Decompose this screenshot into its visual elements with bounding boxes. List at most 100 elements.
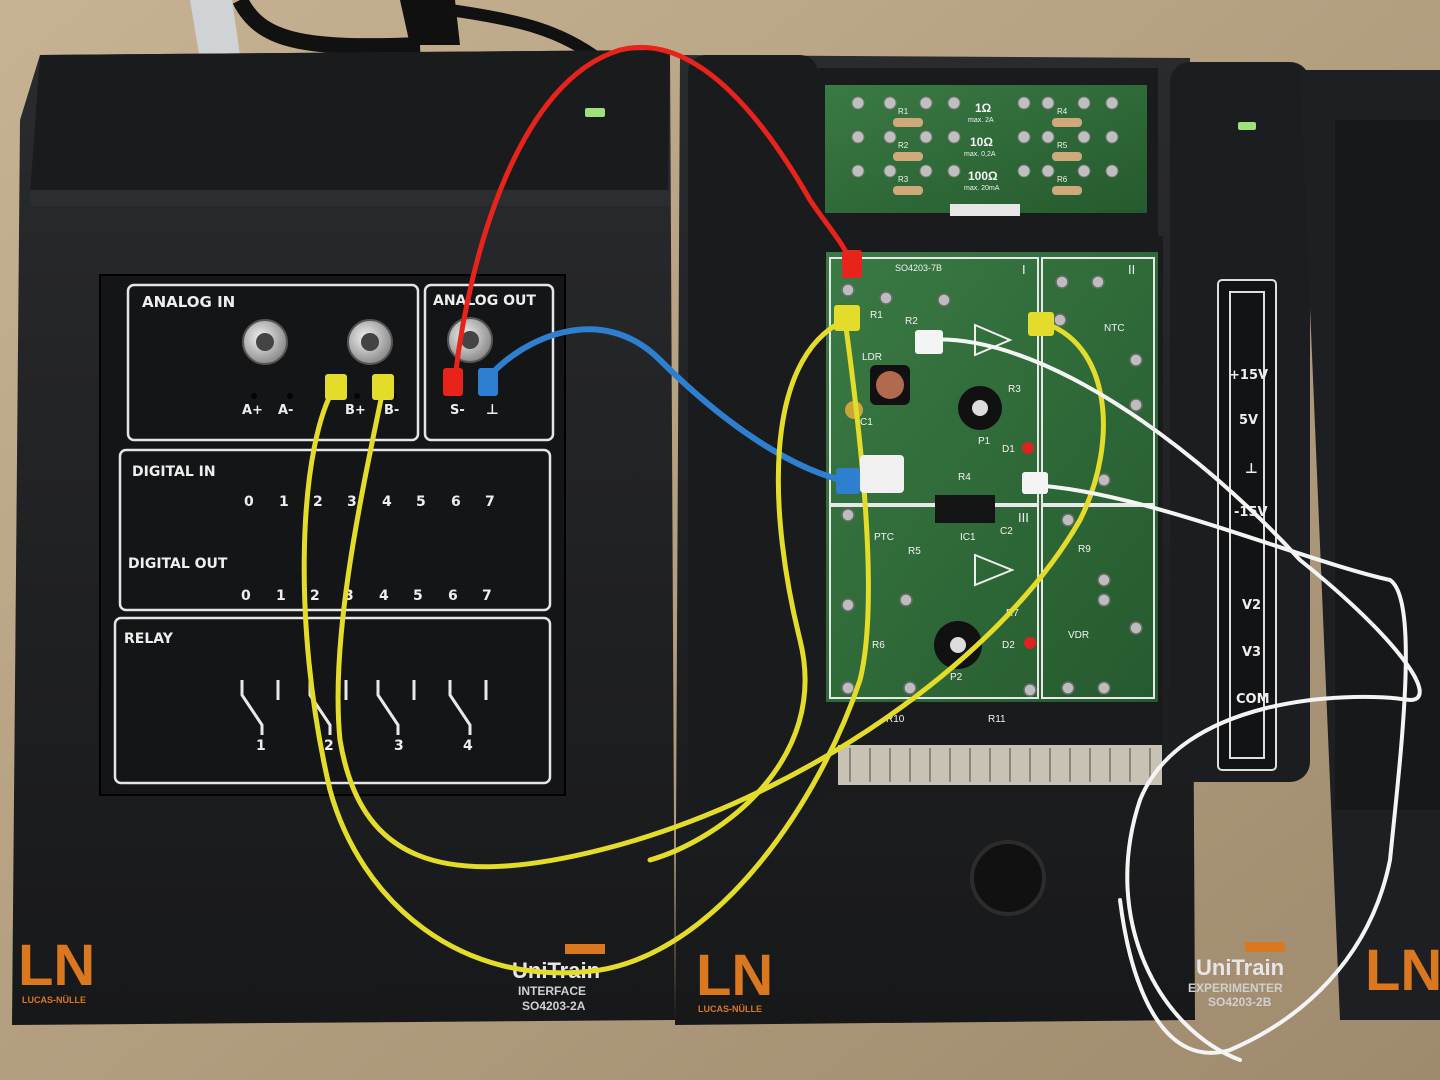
svg-text:I: I [1022, 262, 1026, 277]
svg-text:LN: LN [696, 943, 773, 1008]
svg-text:R6: R6 [1057, 175, 1068, 184]
relay-number-3: 3 [394, 738, 404, 754]
plug-yellow-b-plus[interactable] [325, 374, 347, 400]
interface-power-led [585, 108, 605, 117]
plug-white-card-1[interactable] [915, 330, 943, 354]
svg-text:0: 0 [241, 588, 251, 604]
digital-out-title: DIGITAL OUT [128, 556, 228, 572]
card-edge-connector [838, 745, 1162, 785]
port-label-s-minus: S- [450, 403, 465, 418]
svg-text:R10: R10 [886, 714, 905, 725]
plug-yellow-b-minus[interactable] [372, 374, 394, 400]
digital-in-title: DIGITAL IN [132, 464, 216, 480]
svg-text:R4: R4 [1057, 107, 1068, 116]
svg-text:R2: R2 [905, 316, 918, 327]
svg-text:4: 4 [382, 494, 392, 510]
plug-blue-interface[interactable] [478, 368, 498, 396]
svg-text:max. 0,2A: max. 0,2A [964, 151, 996, 158]
svg-text:LUCAS-NÜLLE: LUCAS-NÜLLE [698, 1004, 762, 1014]
port-label-a-minus: A- [278, 403, 293, 418]
svg-text:D2: D2 [1002, 640, 1015, 651]
analog-in-port-labels: A+ A- B+ B- [242, 393, 399, 418]
card-model: SO4203-7B [895, 263, 942, 273]
svg-text:COM: COM [1236, 692, 1270, 707]
eject-button[interactable] [970, 840, 1046, 916]
svg-text:+15V: +15V [1229, 368, 1268, 383]
experimenter-power-led [1238, 122, 1256, 130]
svg-text:6: 6 [451, 494, 461, 510]
interface-model-number: SO4203-2A [522, 999, 586, 1013]
experimenter-unit: +15V 5V ⊥ -15V V2 V3 COM [675, 55, 1440, 1025]
plug-yellow-card-1[interactable] [834, 305, 860, 331]
blue-wire [485, 326, 853, 485]
svg-text:NTC: NTC [1104, 323, 1125, 334]
svg-text:R4: R4 [958, 472, 971, 483]
analog-out-title: ANALOG OUT [433, 293, 536, 309]
svg-text:max. 20mA: max. 20mA [964, 185, 1000, 192]
ic1-chip [935, 495, 995, 523]
led-d1 [1022, 442, 1034, 454]
svg-text:100Ω: 100Ω [968, 169, 998, 183]
plug-white-spare[interactable] [860, 455, 904, 493]
svg-text:5: 5 [416, 494, 426, 510]
interface-unit: ANALOG IN A+ A- B+ B- ANALOG OUT S- [12, 50, 675, 1025]
ln-logo: LN [18, 933, 95, 998]
svg-text:2: 2 [310, 588, 320, 604]
red-wire [452, 45, 855, 381]
svg-text:LUCAS-NÜLLE: LUCAS-NÜLLE [22, 995, 86, 1005]
port-label-a-plus: A+ [242, 403, 263, 418]
relay-number-2: 2 [324, 738, 334, 754]
svg-text:R3: R3 [898, 175, 909, 184]
yellow-wire-3 [647, 317, 848, 863]
top-cables [190, 0, 604, 65]
interface-front-panel [99, 274, 566, 796]
svg-text:5V: 5V [1239, 413, 1258, 428]
svg-text:C2: C2 [1000, 526, 1013, 537]
svg-text:R5: R5 [1057, 141, 1068, 150]
svg-text:UniTrain: UniTrain [1196, 955, 1284, 980]
plug-red-card[interactable] [842, 250, 862, 278]
port-label-ground: ⊥ [486, 402, 499, 418]
analog-in-panel: ANALOG IN A+ A- B+ B- [126, 283, 420, 442]
pcb-jacks [841, 275, 1143, 697]
svg-text:INTERFACE: INTERFACE [518, 984, 586, 998]
plug-red-interface[interactable] [443, 368, 463, 396]
svg-text:4: 4 [379, 588, 389, 604]
svg-text:0: 0 [244, 494, 254, 510]
svg-text:R11: R11 [988, 714, 1006, 725]
svg-text:3: 3 [347, 494, 357, 510]
svg-text:5: 5 [413, 588, 423, 604]
svg-text:LDR: LDR [862, 352, 882, 363]
white-wire-2 [1028, 483, 1408, 1055]
svg-text:2: 2 [313, 494, 323, 510]
svg-text:1: 1 [276, 588, 286, 604]
svg-text:R3: R3 [1008, 384, 1021, 395]
svg-text:P1: P1 [978, 436, 991, 447]
svg-text:3: 3 [344, 588, 354, 604]
svg-text:⊥: ⊥ [1245, 461, 1258, 477]
svg-text:6: 6 [448, 588, 458, 604]
plug-white-card-2[interactable] [1022, 472, 1048, 494]
svg-text:R9: R9 [1078, 544, 1091, 555]
svg-text:D1: D1 [1002, 444, 1015, 455]
svg-text:R6: R6 [872, 640, 885, 651]
svg-text:II: II [1128, 262, 1135, 277]
svg-text:R5: R5 [908, 546, 921, 557]
svg-text:10Ω: 10Ω [970, 135, 993, 149]
svg-text:R1: R1 [870, 310, 883, 321]
circuit-card: SO4203-7B I II III R1 R2 LDR R3 C1 P1 D1 [818, 236, 1163, 796]
plug-blue-card[interactable] [836, 468, 860, 494]
svg-text:R7: R7 [1006, 608, 1019, 619]
svg-text:LN: LN [1365, 938, 1440, 1003]
digital-in-bits: 0 1 2 3 4 5 6 7 [244, 494, 495, 510]
svg-text:EXPERIMENTER: EXPERIMENTER [1188, 981, 1283, 995]
yellow-wire-1 [301, 317, 871, 976]
patch-wires [301, 45, 1422, 1062]
relay-title: RELAY [124, 631, 174, 647]
svg-text:SO4203-2B: SO4203-2B [1208, 995, 1272, 1009]
svg-text:7: 7 [485, 494, 495, 510]
plug-yellow-card-2[interactable] [1028, 312, 1054, 336]
port-label-b-minus: B- [384, 403, 399, 418]
resistor-card: R1 R2 R3 R4 R5 R6 1Ω max. 2A 10Ω max. 0,… [818, 68, 1158, 236]
